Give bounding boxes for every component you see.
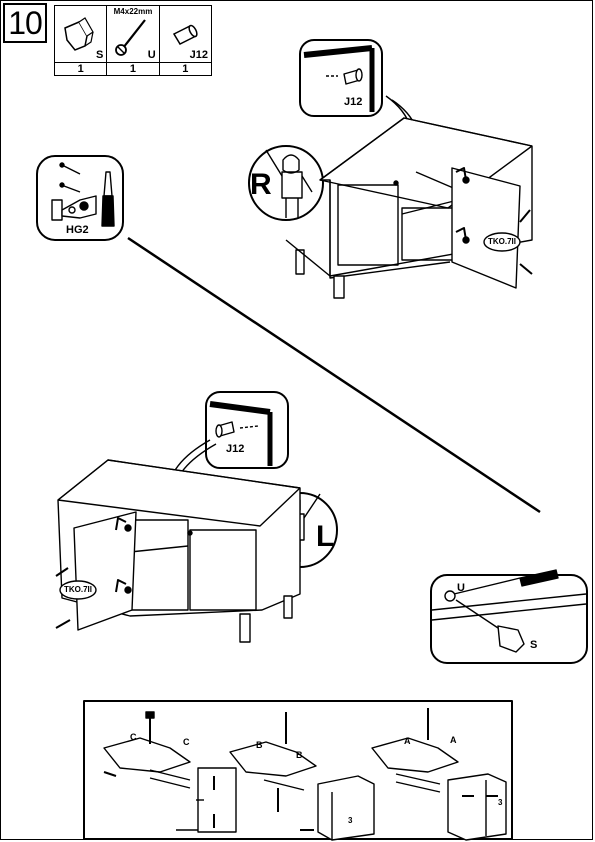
screw-detail [430, 574, 588, 664]
side-marker-left: L [316, 520, 335, 553]
part-cell-s: S [53, 5, 108, 63]
step-number: 10 [3, 3, 47, 43]
parts-list: S M4x22mm U J12 1 1 1 [53, 5, 213, 76]
divider-line [127, 236, 541, 514]
dowel-icon [172, 24, 198, 45]
dowel-code-label-top: J12 [344, 96, 363, 108]
side-marker-right: R [250, 168, 272, 201]
cabinet-lower [55, 459, 301, 643]
door-code-label-right: TKO.7II [488, 237, 517, 246]
part-code: S [95, 49, 104, 61]
screw-icon [115, 19, 147, 56]
adjust-letter: A [450, 735, 457, 745]
cabinet-upper [285, 117, 533, 299]
part-cell-j12: J12 [158, 5, 213, 63]
panel-mark: 3 [348, 816, 353, 825]
adjust-letter: C [183, 737, 190, 747]
adjust-letter: A [404, 736, 411, 746]
part-code: U [147, 49, 156, 61]
adjustment-panel [83, 700, 513, 840]
dowel-detail-top [299, 39, 383, 117]
screw-code-s: S [530, 639, 538, 651]
hinge-code-label: HG2 [66, 224, 89, 236]
part-code: J12 [189, 49, 208, 61]
adjust-letter: B [256, 740, 263, 750]
door-code-label-left: TKO.7II [64, 585, 93, 594]
part-qty: 1 [158, 62, 213, 76]
dowel-detail-mid [205, 391, 289, 469]
panel-mark: 3 [498, 798, 503, 807]
adjust-letter: C [130, 732, 137, 742]
part-qty: 1 [53, 62, 108, 76]
part-size: M4x22mm [113, 7, 153, 16]
person-right-badge [248, 145, 324, 221]
hinge-callout [36, 155, 124, 241]
cam-lock-icon [64, 17, 94, 51]
screw-code-u: U [457, 582, 465, 594]
dowel-code-label-mid: J12 [226, 443, 245, 455]
adjust-letter: B [296, 750, 303, 760]
